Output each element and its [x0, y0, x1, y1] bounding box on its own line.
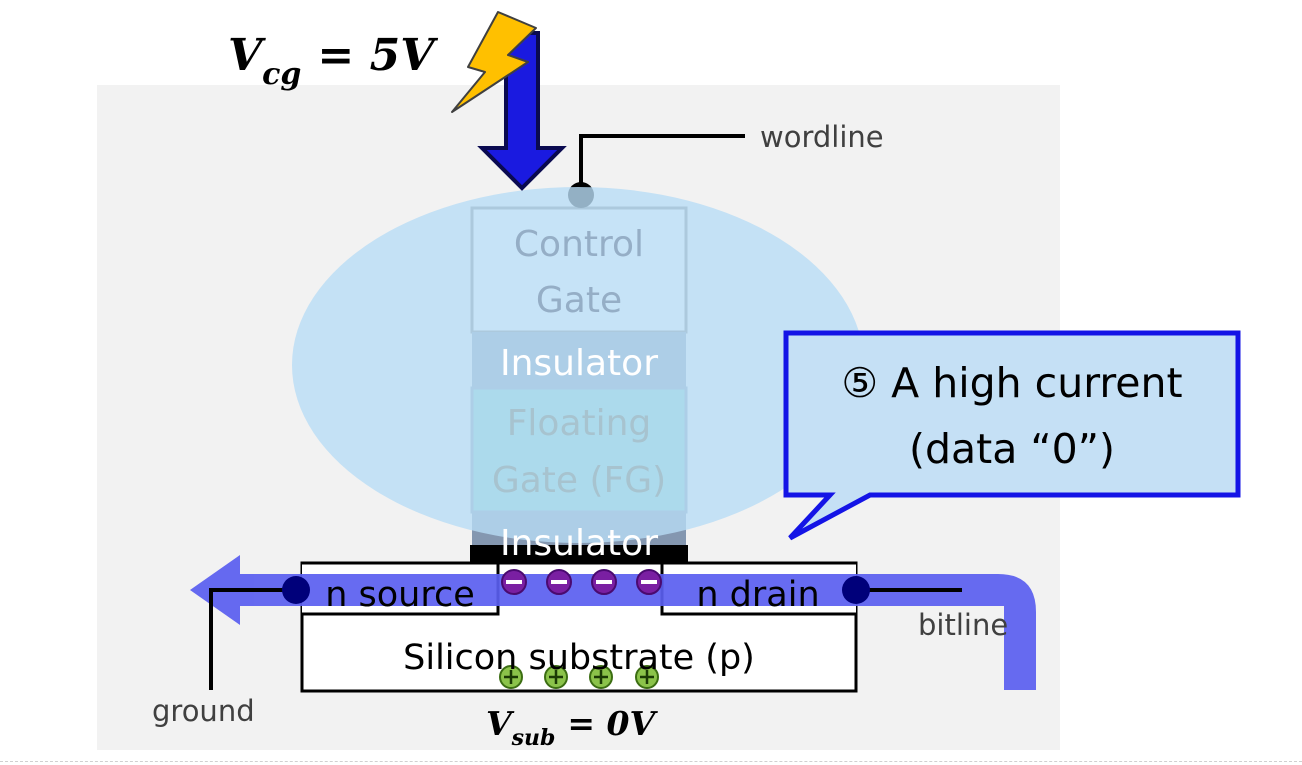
ground-wire [209, 588, 296, 690]
source-label: n source [325, 575, 475, 615]
wordline-label: wordline [760, 120, 884, 154]
vsub-symbol: V [486, 704, 515, 743]
hole-icon [635, 665, 659, 689]
electron-icon [501, 569, 527, 595]
callout-box [783, 330, 1241, 541]
vcg-symbol: V [228, 30, 266, 81]
holes [499, 665, 659, 689]
vcg-subscript: cg [262, 57, 301, 92]
hole-icon [589, 665, 613, 689]
page-divider [0, 761, 1302, 762]
electron-icon [636, 569, 662, 595]
callout-line-1: ⑤ A high current [841, 359, 1182, 407]
floating-gate-label-1: Floating [507, 403, 652, 444]
electron-icon [591, 569, 617, 595]
lightning-bolt-icon [451, 11, 537, 113]
ground-label: ground [152, 694, 255, 728]
vcg-value: = 5V [317, 30, 438, 81]
vcg-label: Vcg = 5V [228, 30, 438, 92]
insulator-bottom-label: Insulator [500, 523, 658, 564]
callout-line-2: (data “0”) [909, 425, 1115, 473]
down-arrow-icon [477, 31, 567, 191]
vsub-subscript: sub [511, 725, 556, 751]
substrate-label: Silicon substrate (p) [403, 638, 755, 678]
oxide-layer [470, 545, 688, 565]
control-gate-label-1: Control [514, 224, 644, 265]
current-flow-band [240, 574, 1036, 690]
bitline-label: bitline [918, 608, 1008, 642]
hole-icon [544, 665, 568, 689]
field-glow [292, 187, 864, 543]
electron-icon [546, 569, 572, 595]
electrons [501, 569, 662, 595]
insulator-top-label: Insulator [500, 343, 658, 384]
floating-gate-label-2: Gate (FG) [492, 460, 666, 501]
hole-icon [499, 665, 523, 689]
vsub-value: = 0V [567, 704, 658, 743]
control-gate-label-2: Gate [536, 280, 622, 321]
drain-label: n drain [696, 575, 819, 615]
drain-node [842, 576, 870, 604]
vsub-label: Vsub = 0V [486, 704, 658, 751]
wordline-wire [579, 134, 745, 195]
source-node [282, 576, 310, 604]
